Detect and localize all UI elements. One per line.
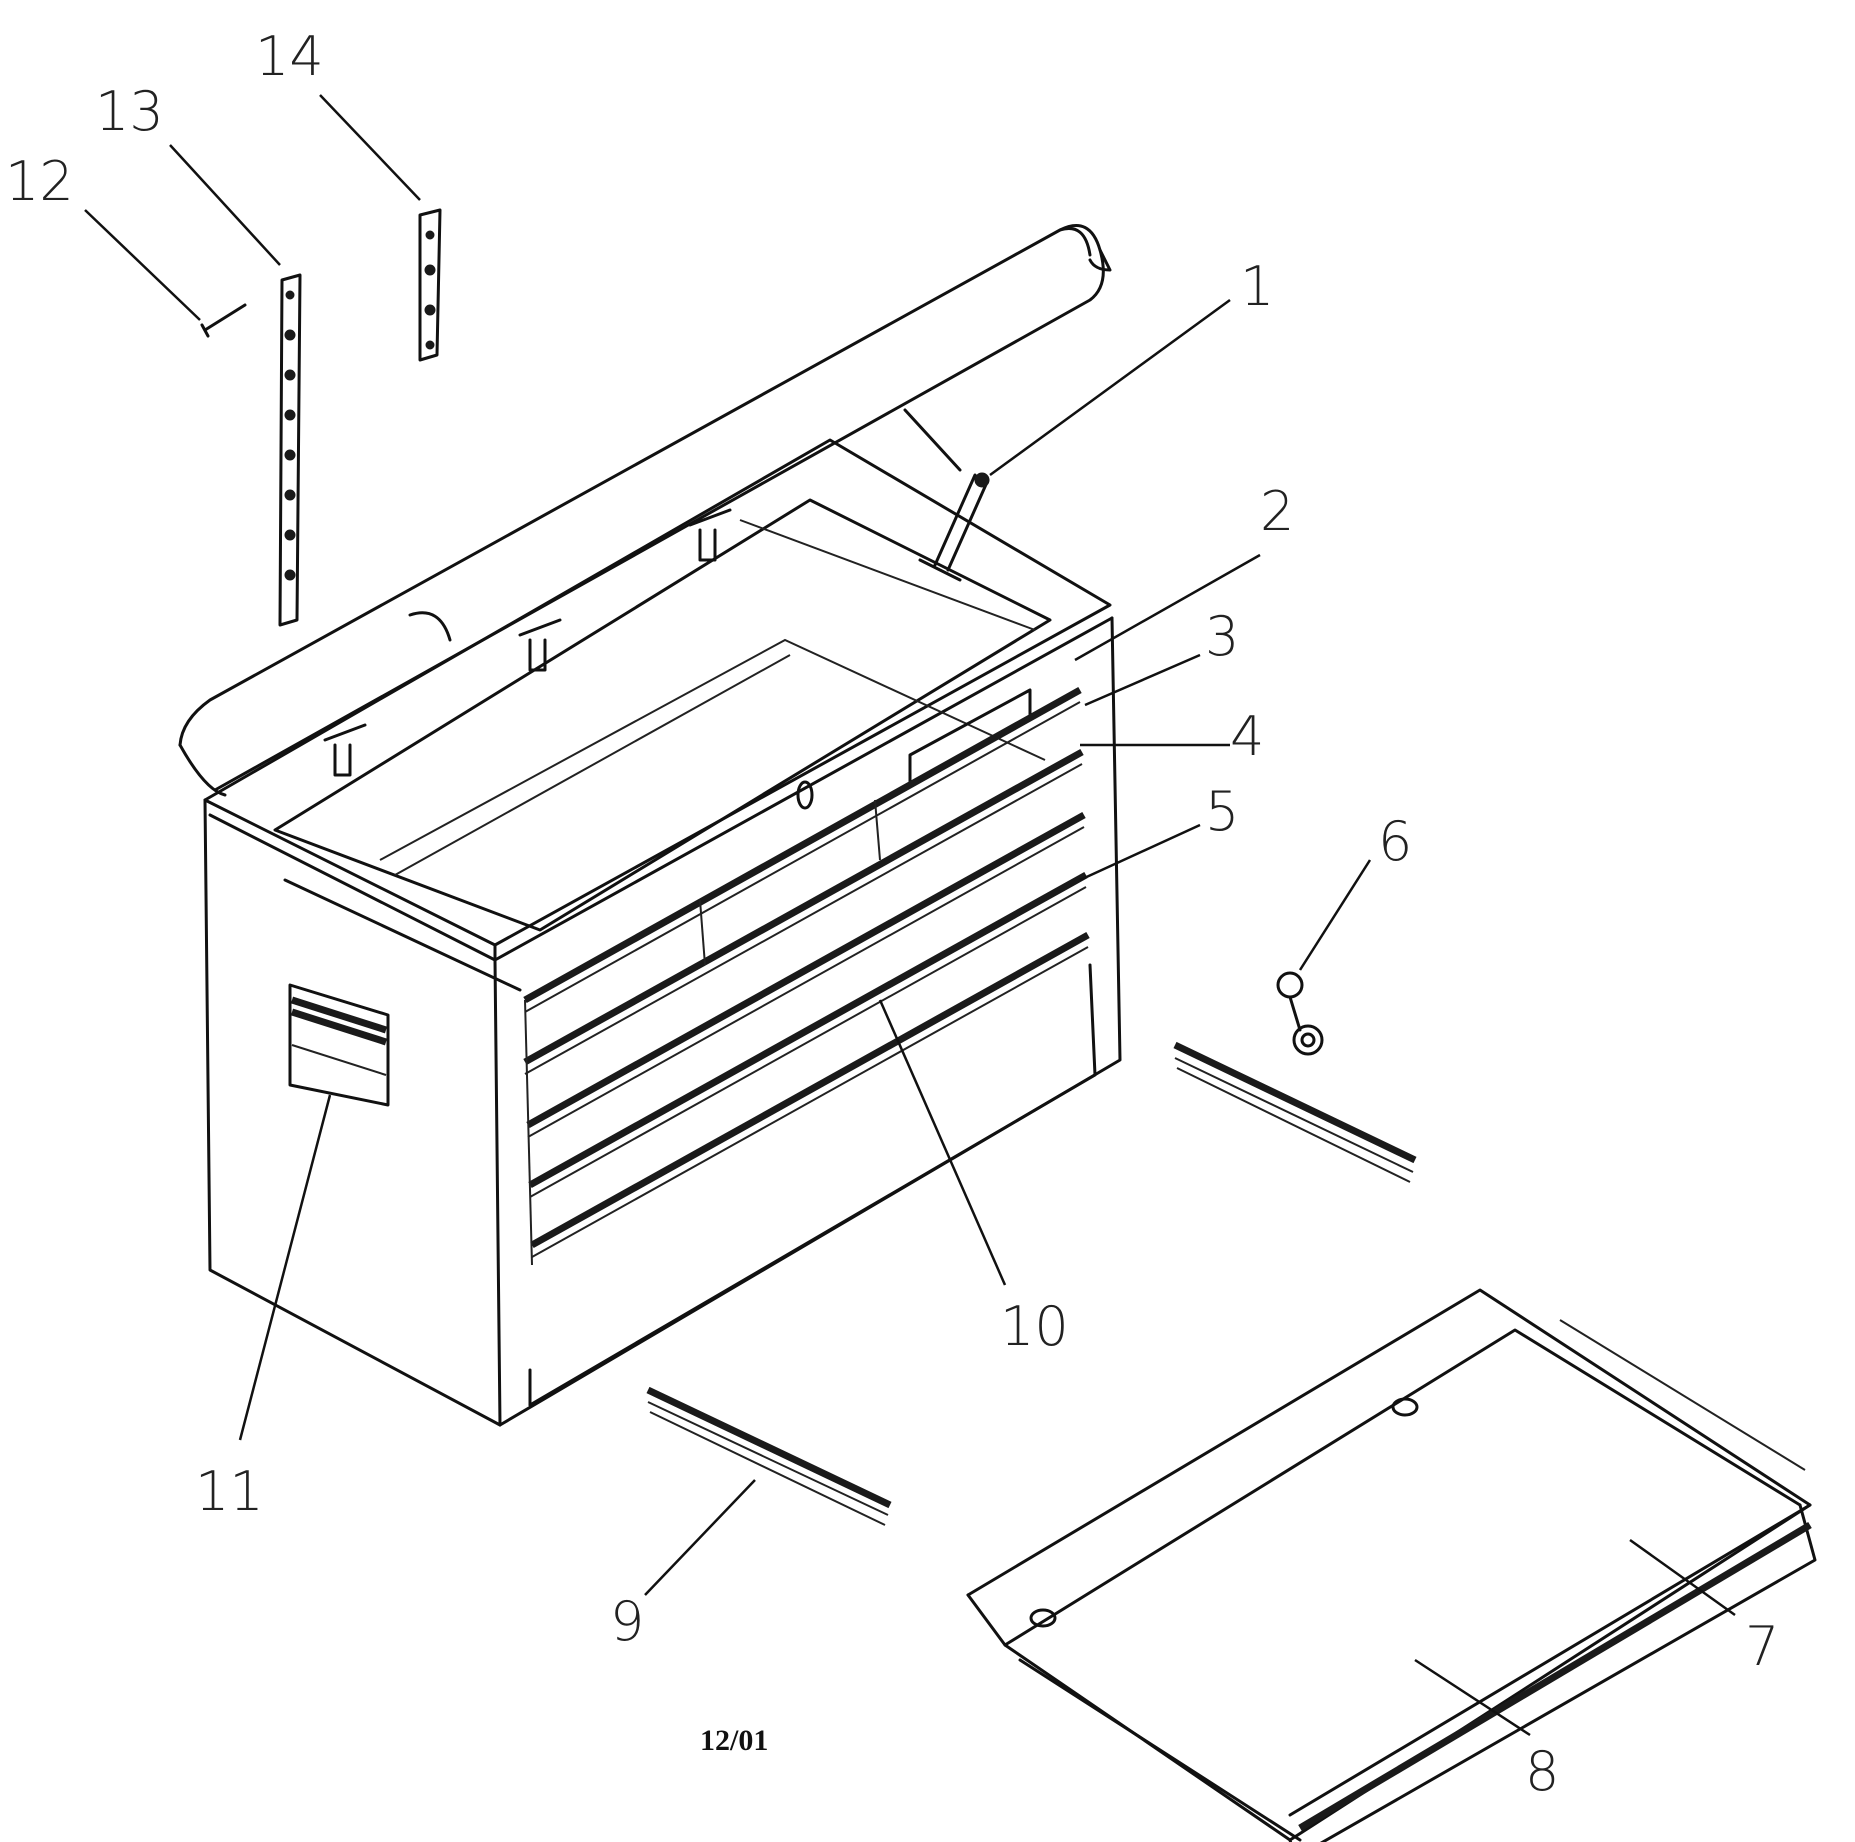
callout-4: 4 <box>1230 705 1264 768</box>
socket-rail-short <box>418 208 442 362</box>
callout-2: 2 <box>1260 480 1294 543</box>
tool-chest-body <box>203 438 1122 1427</box>
callout-1: 1 <box>1240 255 1274 318</box>
leader-1 <box>989 298 1231 477</box>
lock-cylinder <box>1276 971 1324 1056</box>
rail-end-clip <box>200 303 247 338</box>
leader-9 <box>644 1479 756 1596</box>
socket-rail-long <box>278 273 302 627</box>
tool-chest-lid <box>178 224 1112 797</box>
callout-10: 10 <box>1000 1295 1069 1358</box>
callout-8: 8 <box>1525 1740 1559 1803</box>
leader-7 <box>1629 1538 1736 1617</box>
leader-13 <box>169 144 281 266</box>
callout-11: 11 <box>195 1460 264 1523</box>
date-code: 12/01 <box>700 1724 768 1757</box>
callout-13: 13 <box>95 80 164 143</box>
callout-6: 6 <box>1378 810 1412 873</box>
leader-6 <box>1298 859 1372 971</box>
leader-14 <box>319 94 421 201</box>
drawer-tray <box>966 1288 1817 1842</box>
leader-2 <box>1074 553 1261 662</box>
lid-support-stay <box>903 408 990 582</box>
leader-5 <box>1079 823 1201 882</box>
leader-11 <box>238 1094 332 1441</box>
callout-14: 14 <box>255 25 324 88</box>
callout-7: 7 <box>1745 1615 1779 1678</box>
callout-5: 5 <box>1205 780 1239 843</box>
callout-3: 3 <box>1205 605 1239 668</box>
drawer-bank <box>523 686 1090 1266</box>
leader-12 <box>84 209 201 321</box>
hinge-brackets <box>323 508 732 777</box>
callout-leaders <box>84 94 1736 1737</box>
callout-9: 9 <box>610 1590 644 1653</box>
callout-numbers: 1 2 3 4 5 6 7 8 9 10 11 12 13 14 <box>5 25 1779 1803</box>
callout-12: 12 <box>5 150 74 213</box>
leader-3 <box>1084 653 1201 707</box>
leader-10 <box>878 999 1007 1286</box>
leader-8 <box>1414 1658 1531 1737</box>
drawer-slide-left <box>646 1386 892 1526</box>
drawer-slide-right <box>1173 1041 1417 1183</box>
